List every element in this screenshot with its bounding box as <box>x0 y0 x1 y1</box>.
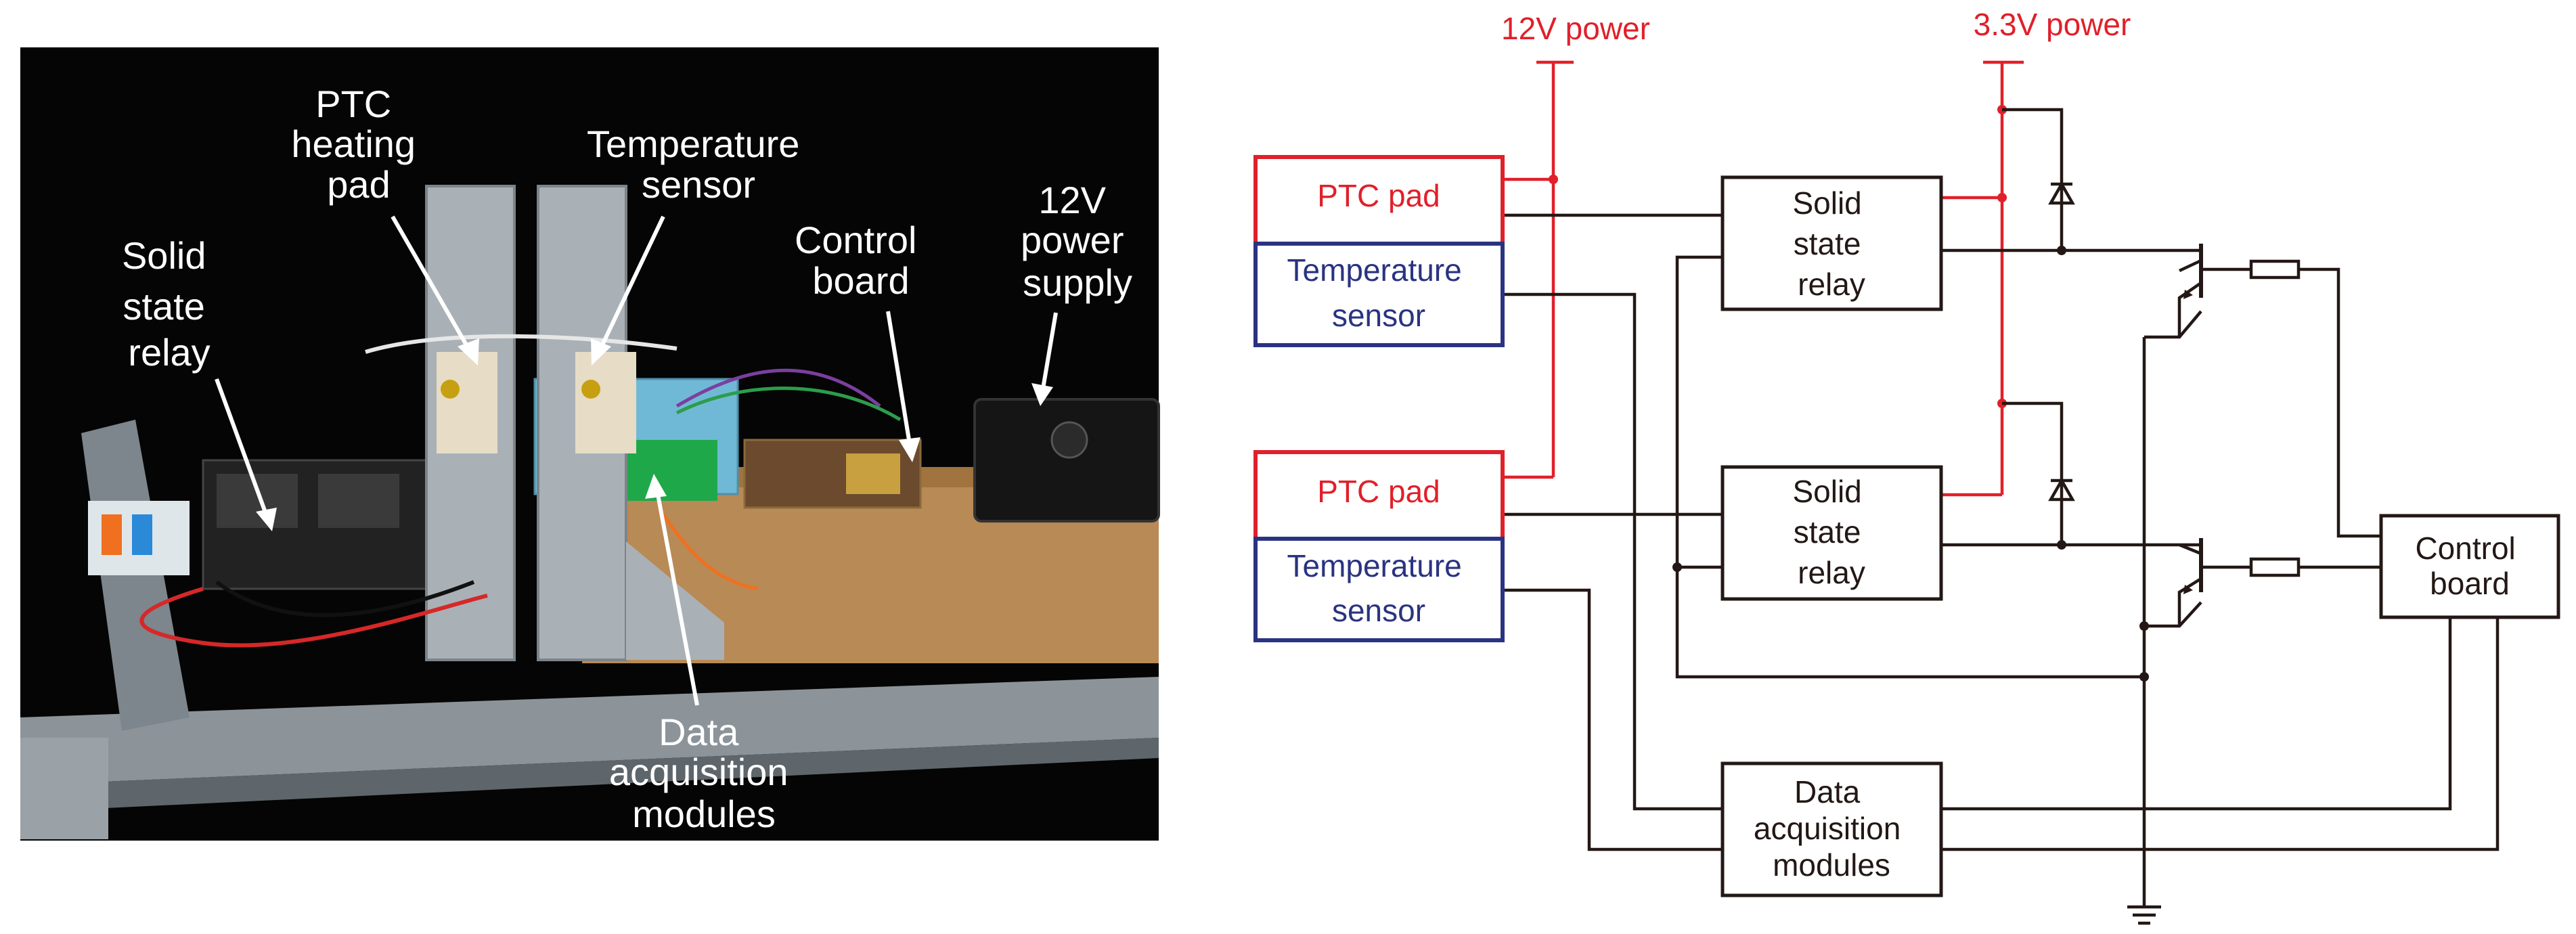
diode-bottom <box>2048 477 2075 502</box>
ptc-pad-left <box>437 352 497 453</box>
signal-wires <box>1503 108 2500 925</box>
temp-sensor-top-label: Temperature sensor <box>1287 252 1470 333</box>
solid-state-relay-bottom-box <box>1720 465 1943 601</box>
arrow-daq <box>654 487 699 706</box>
power-supply-box <box>973 398 1160 522</box>
temp-sensor-top-box <box>1253 242 1505 347</box>
ptc-pad-bottom-label: PTC pad <box>1317 474 1440 509</box>
label-solid-state-relay: Solid state relay <box>122 234 217 374</box>
transistor-top <box>2177 244 2213 337</box>
power-lines <box>1503 60 2024 497</box>
resistor-bottom <box>2249 557 2301 577</box>
label-ptc-line1: PTC <box>315 83 391 125</box>
resistor-top <box>2249 259 2301 280</box>
label-temperature-sensor: Temperature sensor <box>587 123 810 206</box>
label-ptc-line2: heating <box>291 123 416 165</box>
ptc-pad-top-label: PTC pad <box>1317 178 1440 213</box>
label-33v-power: 3.3V power <box>1974 7 2131 42</box>
label-12v-power: 12V power <box>1501 11 1650 46</box>
label-power-line2: power <box>1021 219 1124 261</box>
label-relay-line1: Solid <box>122 234 206 277</box>
label-control-line2: board <box>812 259 909 302</box>
control-board-box <box>2379 514 2560 619</box>
label-data-acquisition-modules: Data acquisition modules <box>609 711 799 835</box>
label-ptc-heating-pad: PTC heating pad <box>291 83 426 206</box>
photo-arrows <box>215 215 1058 706</box>
arrow-temp <box>597 215 665 353</box>
schematic-panel: 12V power 3.3V power <box>1253 7 2560 925</box>
photograph-panel: PTC heating pad Temperature sensor Solid… <box>20 47 1160 841</box>
label-ptc-line3: pad <box>327 163 390 206</box>
label-daq-line2: acquisition <box>609 751 789 793</box>
ptc-pad-bottom-box <box>1253 450 1505 541</box>
label-temp-line1: Temperature <box>587 123 799 165</box>
arrow-power <box>1040 312 1058 393</box>
diode-top <box>2048 181 2075 205</box>
label-relay-line3: relay <box>128 331 210 374</box>
solid-state-relay-top-label: Solid state relay <box>1792 185 1870 302</box>
solid-state-relay-bottom-label: Solid state relay <box>1792 474 1870 590</box>
label-temp-line2: sensor <box>642 163 755 206</box>
label-daq-line1: Data <box>659 711 739 753</box>
transistor-bottom <box>2177 538 2213 626</box>
solid-state-relay-top-box <box>1720 175 1943 311</box>
label-daq-line3: modules <box>632 793 776 835</box>
data-acquisition-box <box>1720 761 1943 897</box>
label-control-board: Control board <box>795 219 927 302</box>
aluminum-frame <box>20 677 1159 785</box>
arrow-ptc <box>391 215 472 353</box>
photo-arrowheads <box>256 338 1053 531</box>
temp-sensor-bottom-box <box>1253 537 1505 642</box>
arrow-relay <box>215 378 269 519</box>
label-12v-power-supply: 12V power supply <box>1021 179 1134 304</box>
ptc-pad-top-box <box>1253 155 1505 246</box>
arrow-control <box>886 311 912 449</box>
label-control-line1: Control <box>795 219 917 261</box>
label-relay-line2: state <box>123 285 205 328</box>
control-board-label: Control board <box>2415 531 2524 601</box>
label-power-line1: 12V <box>1038 179 1106 221</box>
data-acquisition-label: Data acquisition modules <box>1754 774 1909 883</box>
temp-sensor-bottom-label: Temperature sensor <box>1287 548 1470 628</box>
ptc-pad-right <box>575 352 636 453</box>
label-power-line3: supply <box>1023 261 1132 304</box>
